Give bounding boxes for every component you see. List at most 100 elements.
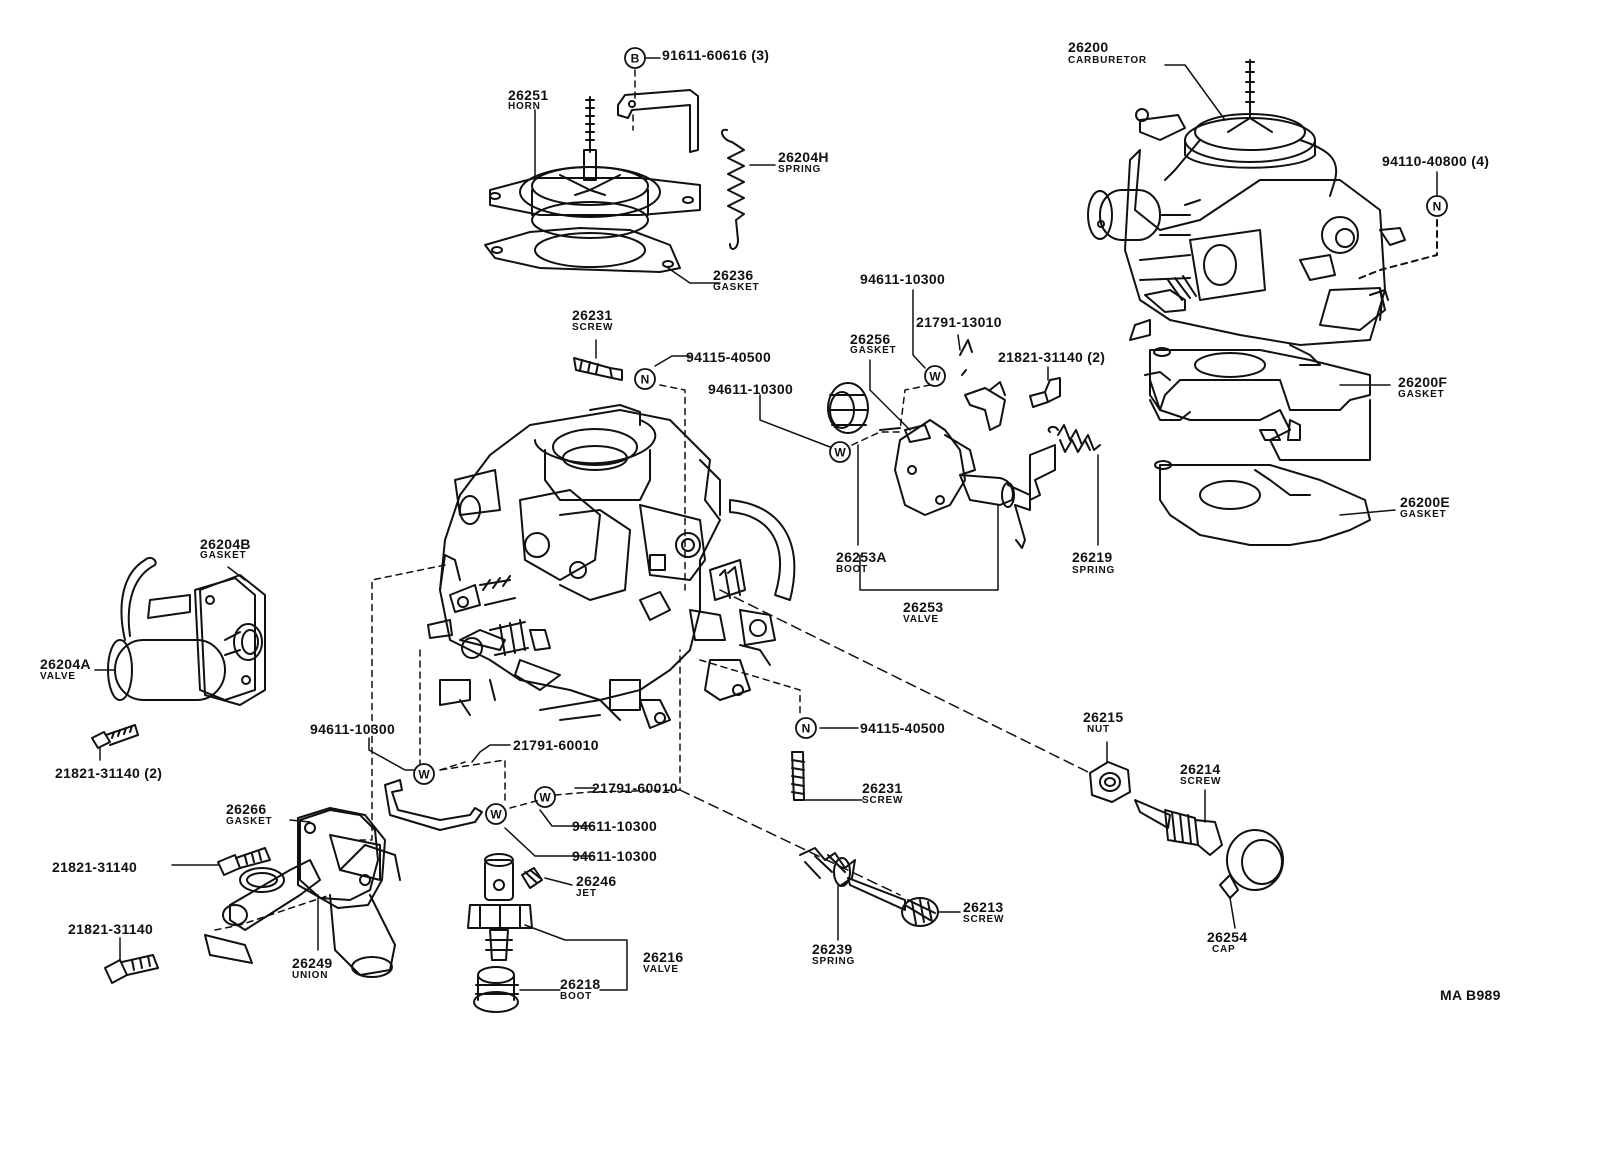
spacer-block [1149, 379, 1371, 461]
label-94611-10300-left: 94611-10300 [310, 721, 396, 737]
label-horn: HORN [508, 101, 541, 112]
gasket-26200E [1154, 460, 1371, 546]
marker-letter: W [929, 370, 941, 384]
label-94110-40800: 94110-40800 (4) [1382, 153, 1490, 169]
label-gasket-26256: GASKET [850, 345, 897, 356]
label-26256: 26256 [850, 331, 891, 347]
label-26231-lower: 26231 [862, 780, 903, 796]
label-screw-26213: SCREW [963, 914, 1005, 925]
label-21821-31140-upper: 21821-31140 (2) [998, 349, 1106, 365]
label-26200F: 26200F [1398, 374, 1448, 390]
valve-26204A [107, 556, 263, 701]
nut-marker-N: N [795, 717, 817, 739]
parts-drawing: B N N W W W W W N [91, 47, 1448, 1013]
label-94611-10300-lowest: 94611-10300 [572, 848, 658, 864]
horn-part [489, 96, 701, 239]
label-26239: 26239 [812, 941, 853, 957]
plate [204, 934, 253, 964]
diagram-code: MA B989 [1440, 987, 1501, 1003]
label-94115-40500-lower: 94115-40500 [860, 720, 946, 736]
screw-left-1 [91, 724, 139, 749]
label-94611-10300-lower: 94611-10300 [572, 818, 658, 834]
label-spring-26204H: SPRING [778, 164, 822, 175]
label-21821-31140-mid: 21821-31140 [52, 859, 138, 875]
label-gasket-26204B: GASKET [200, 550, 247, 561]
label-screw-26231-upper: SCREW [572, 322, 614, 333]
label-26236: 26236 [713, 267, 754, 283]
washer-marker-W: W [485, 803, 507, 825]
carburetor-body [427, 404, 751, 729]
label-26213: 26213 [963, 899, 1004, 915]
label-union-26249: UNION [292, 970, 329, 981]
marker-letter: W [418, 768, 430, 782]
gasket-26266 [297, 807, 386, 909]
label-boot-26218: BOOT [560, 991, 593, 1002]
marker-letter: B [631, 52, 640, 66]
marker-letter: W [834, 446, 846, 460]
label-21821-31140-low: 21821-31140 [68, 921, 154, 937]
washer-marker-W: W [534, 786, 556, 808]
label-gasket-26236: GASKET [713, 282, 760, 293]
nut-26215 [1089, 761, 1131, 803]
label-screw-26231-lower: SCREW [862, 795, 904, 806]
screw-upper [1029, 377, 1061, 408]
leader-lines [94, 57, 1438, 991]
bolt-low [104, 954, 159, 984]
marker-letter: W [490, 808, 502, 822]
bracket-upper [964, 381, 1006, 431]
label-26246: 26246 [576, 873, 617, 889]
label-26254: 26254 [1207, 929, 1248, 945]
label-26204A: 26204A [40, 656, 91, 672]
label-screw-26214: SCREW [1180, 776, 1222, 787]
horn-bracket [617, 89, 699, 153]
spring-26219 [1029, 424, 1101, 501]
marker-letter: N [802, 722, 811, 736]
label-94115-40500-upper: 94115-40500 [686, 349, 772, 365]
label-26216: 26216 [643, 949, 684, 965]
boot-26253A [827, 382, 869, 434]
washer-marker-W: W [413, 763, 435, 785]
label-26253A: 26253A [836, 549, 887, 565]
label-21791-13010: 21791-13010 [916, 314, 1002, 330]
label-gasket-26200E: GASKET [1400, 509, 1447, 520]
union-26249 [222, 809, 401, 978]
gasket-26204B [199, 574, 266, 706]
label-26253: 26253 [903, 599, 944, 615]
label-spring-26219: SPRING [1072, 565, 1116, 576]
label-jet-26246: JET [576, 888, 597, 899]
marker-letter: N [641, 373, 650, 387]
spring-26239 [799, 847, 856, 887]
screw-26231-lower [791, 751, 805, 801]
link-rod [384, 779, 483, 831]
gasket-26236 [484, 227, 681, 273]
pin-21791-13010 [959, 339, 973, 376]
label-gasket-26266: GASKET [226, 816, 273, 827]
nut-marker-N: N [1426, 195, 1448, 217]
boot-26218 [473, 966, 519, 1013]
label-21791-60010-lower: 21791-60010 [592, 780, 678, 796]
label-nut-26215: NUT [1087, 724, 1110, 735]
label-26231-upper: 26231 [572, 307, 613, 323]
label-26204H: 26204H [778, 149, 829, 165]
label-valve-26216: VALVE [643, 964, 679, 975]
label-valve-26204A: VALVE [40, 671, 76, 682]
label-cap-26254: CAP [1212, 944, 1236, 955]
spring-26204H [721, 128, 745, 250]
label-26219: 26219 [1072, 549, 1113, 565]
screw-26231-upper [573, 357, 623, 381]
label-gasket-26200F: GASKET [1398, 389, 1445, 400]
label-91611-60616: 91611-60616 (3) [662, 47, 770, 63]
throttle-arc [729, 499, 796, 666]
bolt-mid [217, 847, 271, 876]
label-valve-26253: VALVE [903, 614, 939, 625]
washer-marker-W: W [924, 365, 946, 387]
label-26249: 26249 [292, 955, 333, 971]
marker-letter: N [1433, 200, 1442, 214]
valve-26216 [467, 853, 533, 961]
screw-26214 [1134, 799, 1223, 856]
label-21821-31140-left: 21821-31140 (2) [55, 765, 163, 781]
bolt-marker-B: B [624, 47, 646, 69]
label-carburetor: CARBURETOR [1068, 55, 1147, 66]
jet-26246 [521, 867, 543, 889]
label-boot-26253A: BOOT [836, 564, 869, 575]
